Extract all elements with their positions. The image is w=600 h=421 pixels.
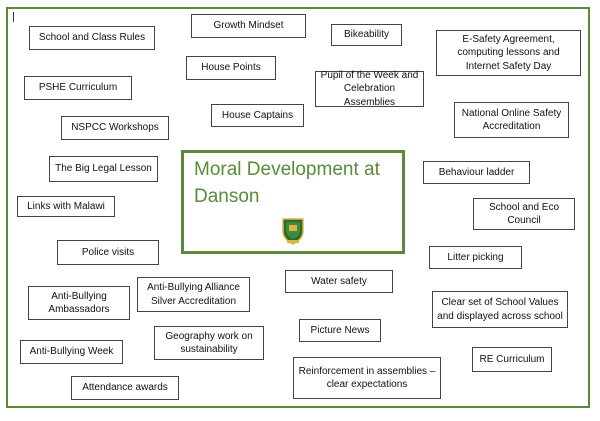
concept-box-pupil-of-the-week: Pupil of the Week and Celebration Assemb…	[315, 70, 424, 108]
concept-box-school-values: Clear set of School Values and displayed…	[432, 291, 568, 328]
concept-box-anti-bullying-week: Anti-Bullying Week	[20, 340, 123, 364]
concept-box-litter-picking: Litter picking	[429, 246, 522, 269]
concept-box-re-curriculum: RE Curriculum	[472, 347, 552, 372]
concept-box-anti-bullying-alliance: Anti-Bullying Alliance Silver Accreditat…	[137, 277, 250, 312]
school-crest-icon	[282, 218, 304, 245]
concept-box-links-with-malawi: Links with Malawi	[17, 196, 115, 217]
concept-box-water-safety: Water safety	[285, 270, 393, 293]
concept-box-school-class-rules: School and Class Rules	[29, 26, 155, 50]
concept-box-behaviour-ladder: Behaviour ladder	[423, 161, 530, 184]
concept-box-geography-sustainability: Geography work on sustainability	[154, 326, 264, 360]
concept-box-online-safety-accreditation: National Online Safety Accreditation	[454, 102, 569, 138]
concept-box-school-eco-council: School and Eco Council	[473, 198, 575, 230]
concept-box-growth-mindset: Growth Mindset	[191, 14, 306, 38]
concept-box-bikeability: Bikeability	[331, 24, 402, 46]
concept-box-reinforcement-assemblies: Reinforcement in assemblies – clear expe…	[293, 357, 441, 399]
concept-box-police-visits: Police visits	[57, 240, 159, 265]
concept-box-e-safety: E-Safety Agreement, computing lessons an…	[436, 30, 581, 76]
concept-box-pshe-curriculum: PSHE Curriculum	[24, 76, 132, 100]
concept-box-big-legal-lesson: The Big Legal Lesson	[49, 156, 158, 182]
concept-box-picture-news: Picture News	[299, 319, 381, 342]
concept-box-house-captains: House Captains	[211, 104, 304, 127]
text-cursor	[13, 12, 14, 22]
concept-box-anti-bullying-ambassadors: Anti-Bullying Ambassadors	[28, 286, 130, 320]
concept-box-attendance-awards: Attendance awards	[71, 376, 179, 400]
central-topic-title: Moral Development at Danson	[194, 159, 380, 207]
concept-box-nspcc-workshops: NSPCC Workshops	[61, 116, 169, 140]
central-topic-box: Moral Development at Danson	[181, 150, 405, 254]
diagram-frame	[6, 7, 590, 408]
concept-box-house-points: House Points	[186, 56, 276, 80]
